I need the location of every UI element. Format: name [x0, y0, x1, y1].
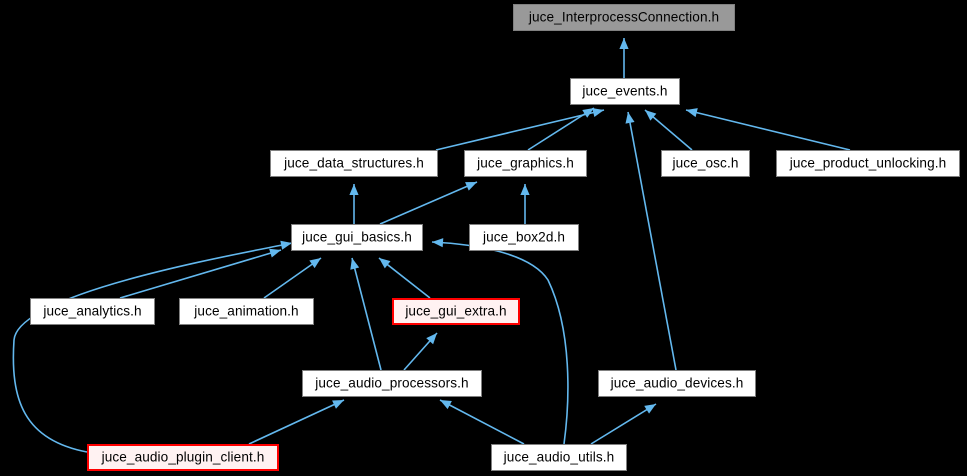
- graph-node-gui_extra[interactable]: juce_gui_extra.h: [392, 298, 520, 325]
- graph-node-label: juce_audio_utils.h: [503, 449, 615, 465]
- edge-gui_basics-to-graphics: [379, 181, 478, 225]
- arrowhead-data_struct-to-events: [592, 108, 604, 118]
- edge-data_struct-to-events: [435, 109, 605, 151]
- arrowhead-graphics-to-events: [582, 108, 594, 118]
- edge-plugin_client-to-gui_basics: [12, 242, 293, 453]
- graph-node-label: juce_analytics.h: [43, 303, 142, 319]
- arrowhead-gui_extra-to-gui_basics: [379, 258, 391, 269]
- graph-node-analytics[interactable]: juce_analytics.h: [30, 298, 155, 325]
- graph-node-label: juce_gui_basics.h: [302, 229, 412, 245]
- edge-graphics-to-events: [527, 107, 595, 151]
- graph-node-label: juce_audio_plugin_client.h: [101, 449, 265, 465]
- graph-node-label: juce_InterprocessConnection.h: [528, 9, 720, 25]
- graph-node-label: juce_audio_processors.h: [315, 375, 469, 391]
- arrowhead-animation-to-gui_basics: [309, 258, 321, 269]
- arrowhead-product_unlock-to-events: [686, 108, 698, 118]
- arrowhead-osc-to-events: [645, 110, 657, 121]
- graph-node-box2d[interactable]: juce_box2d.h: [469, 224, 579, 251]
- graph-node-events[interactable]: juce_events.h: [570, 78, 680, 105]
- arrowhead-analytics-to-gui_basics: [269, 248, 281, 258]
- graph-node-data_struct[interactable]: juce_data_structures.h: [270, 150, 438, 177]
- graph-node-label: juce_animation.h: [194, 303, 299, 319]
- arrowhead-audio_utils-to-audio_devices: [644, 404, 656, 414]
- graph-node-osc[interactable]: juce_osc.h: [661, 150, 750, 177]
- edge-audio_utils-to-gui_basics: [431, 241, 569, 445]
- graph-node-label: juce_product_unlocking.h: [789, 155, 947, 171]
- arrowhead-events-to-interprocess: [619, 38, 629, 49]
- edge-audio_utils-to-audio_proc: [439, 399, 525, 445]
- graph-node-label: juce_box2d.h: [482, 229, 566, 245]
- graph-node-product_unlock[interactable]: juce_product_unlocking.h: [776, 150, 960, 177]
- graph-node-interprocess[interactable]: juce_InterprocessConnection.h: [513, 4, 735, 31]
- edge-animation-to-gui_basics: [263, 257, 322, 299]
- graph-node-label: juce_osc.h: [672, 155, 739, 171]
- graph-node-animation[interactable]: juce_animation.h: [179, 298, 314, 325]
- graph-node-plugin_client[interactable]: juce_audio_plugin_client.h: [87, 444, 279, 471]
- graph-node-label: juce_audio_devices.h: [610, 375, 744, 391]
- arrowhead-gui_basics-to-graphics: [465, 182, 477, 191]
- arrowhead-audio_proc-to-gui_basics: [350, 258, 360, 270]
- edge-analytics-to-gui_basics: [119, 249, 282, 299]
- arrowhead-plugin_client-to-gui_basics: [280, 240, 292, 250]
- edge-audio_devices-to-events: [627, 111, 677, 371]
- arrowhead-audio_proc-to-gui_extra: [426, 333, 437, 345]
- arrowhead-audio_utils-to-audio_proc: [440, 400, 452, 410]
- edge-plugin_client-to-audio_proc: [248, 399, 345, 445]
- arrowhead-gui_basics-to-data_structures: [349, 184, 359, 195]
- graph-node-audio_proc[interactable]: juce_audio_processors.h: [302, 370, 482, 397]
- graph-node-audio_devices[interactable]: juce_audio_devices.h: [598, 370, 756, 397]
- edge-audio_utils-to-audio_devices: [590, 403, 657, 445]
- graph-node-gui_basics[interactable]: juce_gui_basics.h: [291, 224, 423, 251]
- graph-node-graphics[interactable]: juce_graphics.h: [464, 150, 587, 177]
- graph-node-label: juce_gui_extra.h: [405, 303, 507, 319]
- arrowhead-box2d-to-graphics: [520, 184, 530, 195]
- edge-product_unlock-to-events: [685, 109, 851, 151]
- arrowhead-audio_devices-to-events: [625, 112, 635, 124]
- arrowhead-audio_utils-to-gui_basics: [432, 238, 444, 248]
- graph-node-label: juce_events.h: [582, 83, 668, 99]
- graph-node-label: juce_graphics.h: [477, 155, 574, 171]
- graph-node-label: juce_data_structures.h: [284, 155, 424, 171]
- edge-audio_proc-to-gui_basics: [351, 257, 382, 371]
- arrowhead-plugin_client-to-audio_proc: [332, 400, 344, 409]
- graph-node-audio_utils[interactable]: juce_audio_utils.h: [491, 444, 627, 471]
